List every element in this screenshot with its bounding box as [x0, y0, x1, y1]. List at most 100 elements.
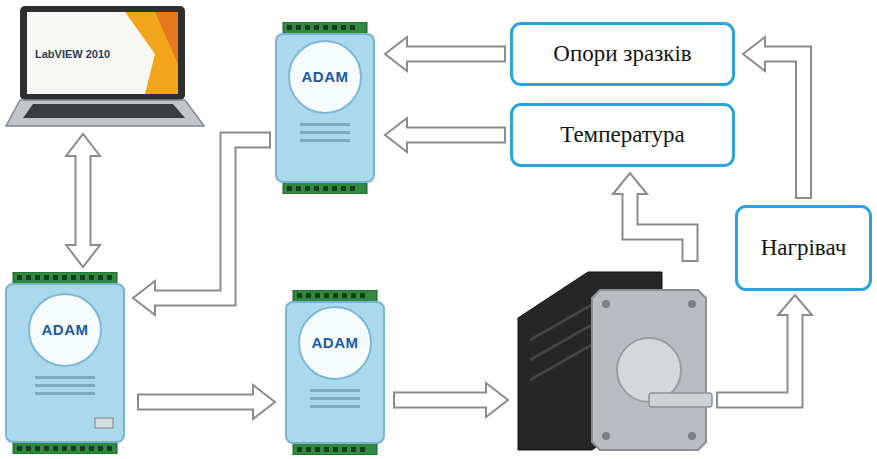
arrow-fill [139, 396, 255, 409]
terminal-screw [297, 293, 302, 298]
arrow-fill [153, 140, 269, 298]
terminal-screw [98, 275, 103, 280]
terminal-screw [98, 446, 103, 451]
terminal-screw [306, 293, 311, 298]
terminal-screw [53, 275, 58, 280]
block-arrow [66, 134, 100, 267]
screw-hole [602, 432, 610, 440]
terminal-screw [314, 186, 319, 191]
terminal-screw [35, 446, 40, 451]
arrow-head [66, 134, 100, 156]
terminal-screw [71, 275, 76, 280]
terminal-screw [62, 275, 67, 280]
module-print [35, 384, 95, 387]
module-logo: ADAM [275, 68, 375, 86]
terminal-screw [26, 275, 31, 280]
block-arrow [385, 37, 506, 71]
terminal-screw [360, 447, 365, 452]
arrow-fill [763, 54, 804, 197]
screen-splash [155, 12, 178, 64]
arrow-shaft [716, 315, 795, 400]
module-print [300, 139, 350, 142]
block-arrow [133, 140, 271, 315]
module-print [300, 123, 350, 126]
terminal-screw [80, 446, 85, 451]
arrow-head [743, 37, 765, 71]
terminal-screw [324, 293, 329, 298]
arrow-head [385, 118, 407, 152]
module-body [286, 302, 384, 443]
module-print [35, 376, 95, 379]
arrow-head [486, 383, 508, 417]
laptop-screen [27, 12, 178, 94]
terminal-screw [350, 186, 355, 191]
terminal-screw [89, 446, 94, 451]
terminal-screw [17, 275, 22, 280]
terminal-screw [17, 446, 22, 451]
adam-module: ADAM [5, 272, 125, 454]
terminal-screw [333, 293, 338, 298]
arrow-fill [77, 154, 90, 247]
terminal-screw [306, 447, 311, 452]
process-box: Температура [510, 103, 735, 167]
block-arrow [613, 173, 690, 262]
terminal-screw [323, 186, 328, 191]
terminal-screw [351, 293, 356, 298]
terminal-screw [333, 447, 338, 452]
process-box: Опори зразків [510, 22, 735, 86]
module-print [300, 131, 350, 134]
terminal-screw [350, 25, 355, 30]
module-body [276, 34, 374, 182]
terminal-screw [71, 446, 76, 451]
terminal-screw [62, 446, 67, 451]
stepper-motor [518, 272, 712, 450]
block-arrow [716, 295, 812, 400]
motor-flange [592, 290, 706, 450]
screen-text: LabVIEW 2010 [35, 48, 110, 61]
terminal-screw [296, 25, 301, 30]
arrow-head [613, 173, 647, 194]
module-print [35, 392, 95, 395]
terminal-screw [332, 186, 337, 191]
block-arrow [743, 37, 804, 199]
terminal-screw [287, 25, 292, 30]
motor-rib [530, 340, 600, 380]
terminal-screw [296, 186, 301, 191]
terminal-screw [89, 275, 94, 280]
arrow-head [133, 281, 155, 315]
terminal-screw [80, 275, 85, 280]
arrow-fill [718, 313, 795, 400]
box-label: Опори зразків [553, 41, 691, 67]
screw-hole [688, 300, 696, 308]
terminal-screw [324, 447, 329, 452]
laptop-base [6, 100, 204, 126]
arrow-shaft [155, 140, 271, 298]
arrow-head [253, 385, 275, 419]
screw-hole [602, 300, 610, 308]
arrow-head [385, 37, 407, 71]
terminal-screw [341, 25, 346, 30]
arrow-head [778, 295, 812, 315]
module-print [310, 405, 360, 408]
adam-module: ADAM [285, 290, 385, 455]
module-outline [285, 290, 385, 455]
module-outline [275, 22, 375, 194]
motor-shaft [649, 393, 712, 407]
block-arrow [393, 383, 508, 417]
laptop-node: LabVIEW 2010 [5, 4, 205, 129]
arrow-head [66, 245, 100, 267]
terminal-screw [305, 186, 310, 191]
terminal-screw [315, 293, 320, 298]
terminal-screw [341, 186, 346, 191]
terminal-screw [287, 186, 292, 191]
usb-port [95, 418, 113, 428]
motor-rib [530, 320, 600, 360]
terminal-screw [44, 275, 49, 280]
screw-hole [688, 432, 696, 440]
motor-rib [530, 300, 600, 340]
terminal-screw [314, 25, 319, 30]
terminal-screw [107, 275, 112, 280]
module-logo: ADAM [5, 321, 125, 339]
block-arrow [137, 385, 275, 419]
